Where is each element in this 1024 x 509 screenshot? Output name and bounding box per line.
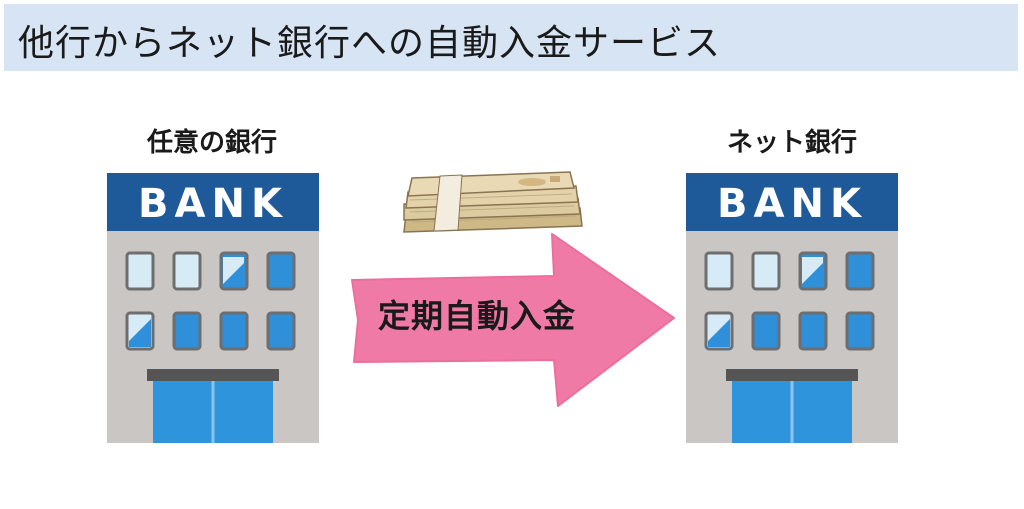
target-bank-building-icon: BANK bbox=[686, 173, 898, 443]
page-title: 他行からネット銀行への自動入金サービス bbox=[18, 23, 722, 64]
bank-building-svg: BANK bbox=[686, 173, 898, 443]
bank-sign-text: BANK bbox=[138, 181, 288, 227]
target-bank-label: ネット銀行 bbox=[726, 128, 857, 158]
transfer-arrow-icon bbox=[348, 228, 678, 412]
title-bar: 他行からネット銀行への自動入金サービス bbox=[4, 4, 1018, 71]
source-bank-label: 任意の銀行 bbox=[146, 128, 277, 158]
bank-sign-text: BANK bbox=[717, 181, 867, 227]
source-bank-building-icon: BANK bbox=[107, 173, 319, 443]
bank-building-svg: BANK bbox=[107, 173, 319, 443]
money-stack-icon bbox=[400, 168, 584, 236]
transfer-label: 定期自動入金 bbox=[378, 297, 577, 335]
